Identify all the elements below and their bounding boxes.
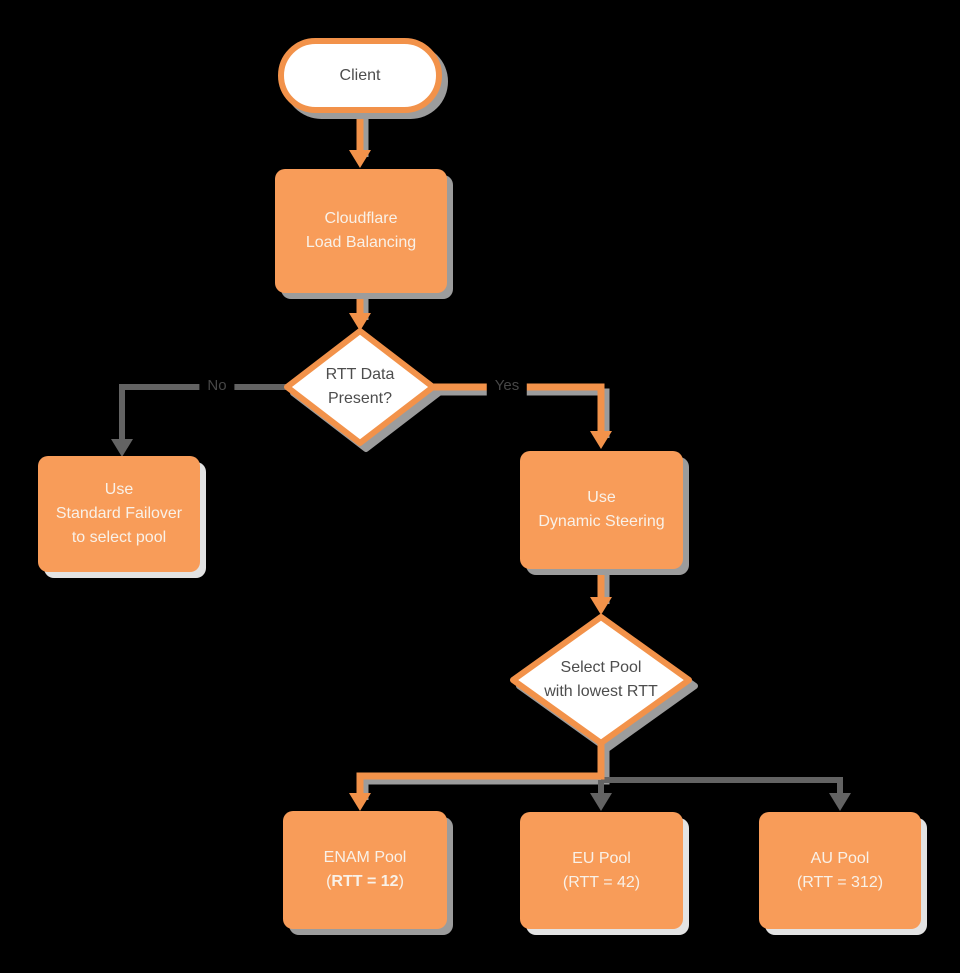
arrowhead-to-failover — [111, 439, 133, 457]
node-standard-failover: Use Standard Failover to select pool — [38, 456, 200, 572]
rtt-decision-line2: Present? — [327, 390, 393, 407]
node-client: Client — [278, 38, 442, 113]
arrowhead-to-eu-pool — [590, 793, 612, 811]
node-au-pool: AU Pool (RTT = 312) — [759, 812, 921, 929]
pool-decision-line1: Select Pool — [560, 659, 642, 676]
node-load-balancer-line2: Load Balancing — [305, 234, 417, 251]
node-enam-pool: ENAM Pool (RTT = 12) — [283, 811, 447, 929]
edge-label-yes: Yes — [486, 374, 528, 398]
eu-rtt-pre: (RTT = 42) — [562, 873, 641, 891]
edge-to-enam-pool — [356, 744, 605, 795]
enam-rtt-pre: ( — [326, 873, 332, 890]
rtt-decision-line1: RTT Data — [325, 366, 395, 383]
node-dynamic-steering: Use Dynamic Steering — [520, 451, 683, 569]
gray-arrowheads — [111, 439, 851, 811]
pool-decision-line2: with lowest RTT — [544, 683, 658, 700]
eu-pool-name: EU Pool — [572, 849, 631, 867]
eu-pool-rtt: (RTT = 42) — [563, 871, 640, 895]
arrowhead-to-au-pool — [829, 793, 851, 811]
orange-arrowheads — [349, 150, 612, 811]
standard-failover-line2: Standard Failover — [55, 505, 183, 522]
gray-edges — [119, 384, 843, 795]
au-pool-name: AU Pool — [810, 849, 870, 867]
arrowhead-to-rtt-decision — [349, 313, 371, 331]
node-client-label: Client — [339, 66, 381, 84]
arrowhead-to-pool-decision — [590, 597, 612, 615]
standard-failover-line3: to select pool — [71, 529, 167, 546]
arrowhead-to-steering — [590, 431, 612, 449]
au-rtt-pre: (RTT = 312) — [796, 873, 884, 891]
enam-pool-name: ENAM Pool — [323, 849, 407, 866]
node-load-balancer-line1: Cloudflare — [324, 210, 398, 227]
rtt-decision-diamond — [284, 328, 436, 446]
standard-failover-line1: Use — [104, 481, 134, 498]
orange-edges — [356, 110, 605, 795]
arrowhead-to-lb — [349, 150, 371, 168]
enam-rtt-bold: RTT = 12 — [331, 873, 399, 890]
dynamic-steering-line1: Use — [587, 489, 616, 506]
enam-pool-rtt: (RTT = 12) — [326, 870, 404, 894]
pool-decision-diamond — [510, 614, 692, 746]
node-load-balancer: Cloudflare Load Balancing — [275, 169, 447, 293]
node-eu-pool: EU Pool (RTT = 42) — [520, 812, 683, 929]
edge-label-no: No — [199, 374, 235, 398]
node-rtt-decision-label: RTT Data Present? — [280, 363, 440, 411]
arrowhead-to-enam-pool — [349, 793, 371, 811]
enam-rtt-post: ) — [398, 873, 404, 890]
dynamic-steering-line2: Dynamic Steering — [538, 513, 665, 530]
au-pool-rtt: (RTT = 312) — [797, 871, 883, 895]
node-pool-decision-label: Select Pool with lowest RTT — [506, 656, 696, 704]
edge-to-au-pool — [601, 777, 843, 795]
